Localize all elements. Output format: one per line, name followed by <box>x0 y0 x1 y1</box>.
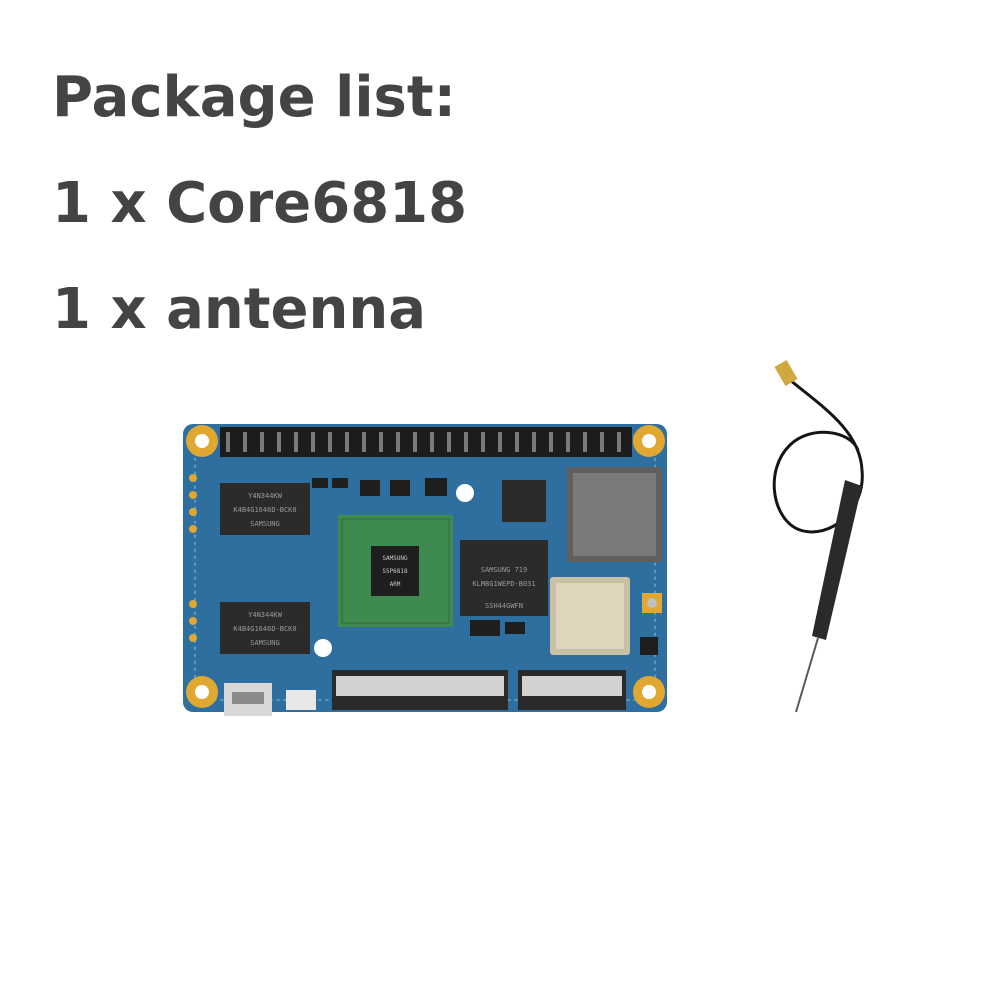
antenna-wire <box>795 637 819 713</box>
svg-text:Y4N344KW: Y4N344KW <box>248 611 283 619</box>
ram-chip-top: Y4N344KW K4B4G1646D-BCK0 SAMSUNG <box>220 483 310 535</box>
emmc-chip: SAMSUNG 719 KLM8G1WEPD-B031 SSH44GWFN <box>460 540 548 616</box>
svg-text:K4B4G1646D-BCK0: K4B4G1646D-BCK0 <box>233 506 296 514</box>
smd-components <box>312 478 658 655</box>
svg-text:SSH44GWFN: SSH44GWFN <box>485 602 523 610</box>
svg-text:SAMSUNG: SAMSUNG <box>250 639 280 647</box>
fpc-connector-left <box>332 670 508 710</box>
svg-text:Y4N344KW: Y4N344KW <box>248 492 283 500</box>
fpc-connector-right <box>518 670 626 710</box>
svg-text:ARM: ARM <box>390 581 401 588</box>
antenna <box>772 359 864 713</box>
soc-chip: SAMSUNG S5P6818 ARM <box>338 515 453 627</box>
sd-card-slot <box>567 467 662 562</box>
antenna-cable <box>772 378 864 534</box>
gpio-pin-header <box>220 427 632 457</box>
small-connector <box>286 690 316 710</box>
svg-text:SAMSUNG: SAMSUNG <box>250 520 280 528</box>
svg-text:K4B4G1646D-BCK0: K4B4G1646D-BCK0 <box>233 625 296 633</box>
core6818-board: Y4N344KW K4B4G1646D-BCK0 SAMSUNG Y4N344K… <box>183 424 667 716</box>
svg-text:SAMSUNG: SAMSUNG <box>382 555 408 562</box>
svg-text:SAMSUNG 719: SAMSUNG 719 <box>481 566 527 574</box>
ram-chip-bottom: Y4N344KW K4B4G1646D-BCK0 SAMSUNG <box>220 602 310 654</box>
mounting-holes <box>186 425 665 708</box>
package-item-core6818: 1 x Core6818 <box>52 171 468 236</box>
antenna-sleeve <box>812 480 862 640</box>
antenna-connector <box>642 593 662 613</box>
package-item-antenna: 1 x antenna <box>52 277 427 342</box>
svg-text:KLM8G1WEPD-B031: KLM8G1WEPD-B031 <box>472 580 535 588</box>
left-edge-pads <box>189 474 197 642</box>
micro-usb-port <box>224 683 272 716</box>
pmic-chip <box>502 480 546 522</box>
ipex-connector <box>774 359 798 387</box>
svg-text:S5P6818: S5P6818 <box>382 568 408 575</box>
wifi-module <box>550 577 630 655</box>
package-list-heading: Package list: <box>52 65 457 130</box>
